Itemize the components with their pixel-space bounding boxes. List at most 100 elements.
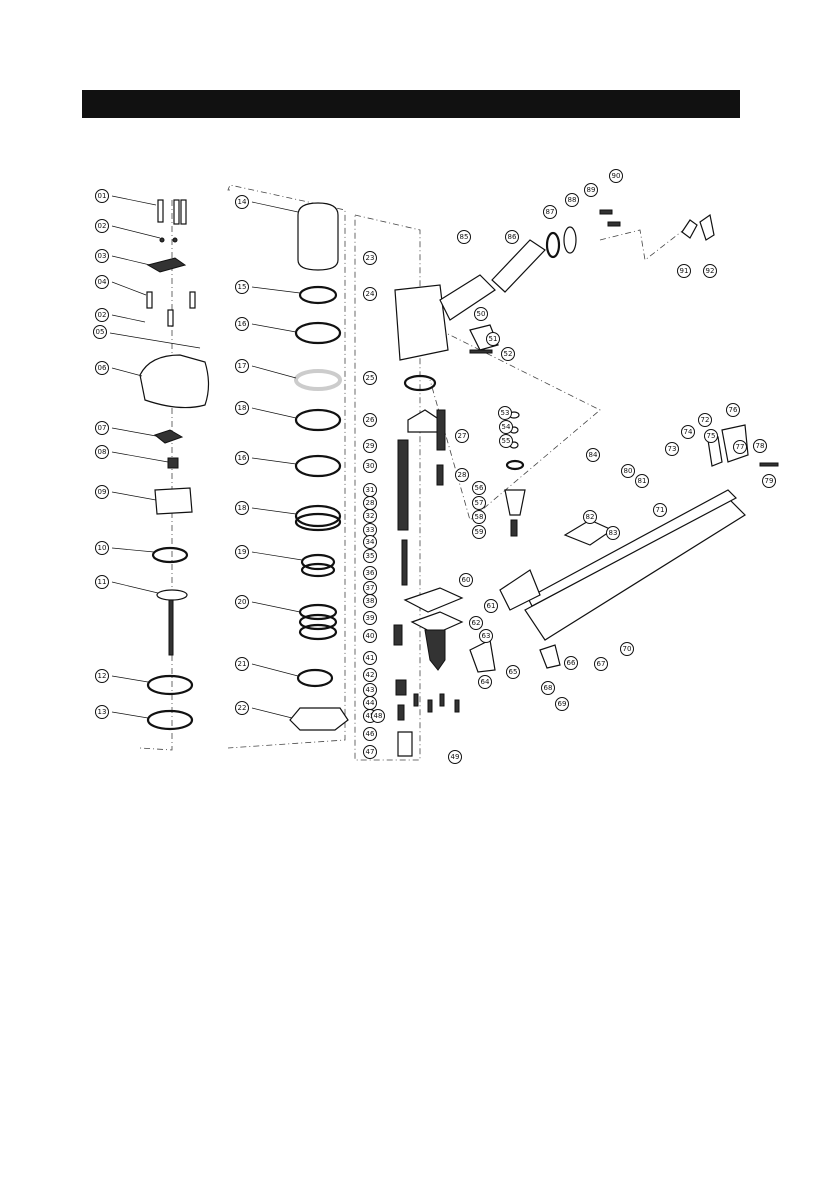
part-callout: 70 [621, 643, 634, 656]
part-callout: 19 [236, 546, 249, 559]
callout-label: 57 [475, 499, 484, 507]
callout-label: 70 [623, 645, 632, 653]
callout-label: 21 [238, 660, 247, 668]
callout-label: 67 [597, 660, 606, 668]
callout-label: 62 [472, 619, 481, 627]
callout-label: 24 [366, 290, 375, 298]
part-callout: 40 [364, 630, 377, 643]
part-callout: 53 [499, 407, 512, 420]
callout-label: 10 [98, 544, 107, 552]
part-callout: 55 [500, 435, 513, 448]
callout-label: 79 [765, 477, 774, 485]
callout-label: 85 [460, 233, 469, 241]
callout-label: 61 [487, 602, 496, 610]
callout-label: 23 [366, 254, 375, 262]
callout-label: 37 [366, 584, 375, 592]
part-callout: 37 [364, 582, 377, 595]
part-callout: 50 [475, 308, 488, 321]
part-callout: 03 [96, 250, 109, 263]
part-callout: 12 [96, 670, 109, 683]
part-callout: 60 [460, 574, 473, 587]
part-callout: 78 [754, 440, 767, 453]
part-callout: 47 [364, 746, 377, 759]
part-callout: 06 [96, 362, 109, 375]
part-callout: 90 [610, 170, 623, 183]
callout-label: 91 [680, 267, 689, 275]
part-callout: 14 [236, 196, 249, 209]
part-callout: 16 [236, 452, 249, 465]
part-callout: 65 [507, 666, 520, 679]
part-callout: 79 [763, 475, 776, 488]
callout-label: 31 [366, 486, 375, 494]
part-callout: 43 [364, 684, 377, 697]
leader-lines [110, 196, 302, 718]
callout-label: 47 [366, 748, 375, 756]
callout-label: 87 [546, 208, 555, 216]
part-callout: 61 [485, 600, 498, 613]
part-callout: 23 [364, 252, 377, 265]
callout-label: 29 [366, 442, 375, 450]
callout-layer: 0102030402050607080910111213141516171816… [94, 170, 776, 764]
callout-label: 05 [96, 328, 105, 336]
part-callout: 07 [96, 422, 109, 435]
callout-label: 71 [656, 506, 665, 514]
callout-label: 18 [238, 404, 247, 412]
callout-label: 32 [366, 512, 375, 520]
part-callout: 49 [449, 751, 462, 764]
callout-label: 48 [374, 712, 383, 720]
callout-label: 07 [98, 424, 107, 432]
part-callout: 28 [364, 497, 377, 510]
callout-label: 25 [366, 374, 375, 382]
part-callout: 92 [704, 265, 717, 278]
callout-label: 80 [624, 467, 633, 475]
part-callout: 71 [654, 504, 667, 517]
callout-label: 16 [238, 320, 247, 328]
callout-label: 69 [558, 700, 567, 708]
callout-label: 13 [98, 708, 107, 716]
part-callout: 18 [236, 402, 249, 415]
callout-label: 49 [451, 753, 460, 761]
part-callout: 68 [542, 682, 555, 695]
part-callout: 46 [364, 728, 377, 741]
part-callout: 17 [236, 360, 249, 373]
callout-label: 42 [366, 671, 375, 679]
callout-label: 59 [475, 528, 484, 536]
part-callout: 28 [456, 469, 469, 482]
part-callout: 81 [636, 475, 649, 488]
callout-label: 20 [238, 598, 247, 606]
part-callout: 09 [96, 486, 109, 499]
callout-label: 92 [706, 267, 715, 275]
callout-label: 17 [238, 362, 247, 370]
callout-label: 63 [482, 632, 491, 640]
callout-label: 02 [98, 222, 107, 230]
callout-label: 36 [366, 569, 375, 577]
callout-label: 26 [366, 416, 375, 424]
part-callout: 08 [96, 446, 109, 459]
part-callout: 59 [473, 526, 486, 539]
callout-label: 38 [366, 597, 375, 605]
part-callout: 32 [364, 510, 377, 523]
group-frames [140, 185, 690, 760]
callout-label: 01 [98, 192, 107, 200]
part-callout: 13 [96, 706, 109, 719]
callout-label: 81 [638, 477, 647, 485]
callout-label: 56 [475, 484, 484, 492]
part-callout: 57 [473, 497, 486, 510]
callout-label: 06 [98, 364, 107, 372]
part-callout: 44 [364, 697, 377, 710]
part-callout: 29 [364, 440, 377, 453]
part-callout: 48 [372, 710, 385, 723]
callout-label: 22 [238, 704, 247, 712]
callout-label: 03 [98, 252, 107, 260]
part-callout: 88 [566, 194, 579, 207]
callout-label: 90 [612, 172, 621, 180]
callout-label: 60 [462, 576, 471, 584]
callout-label: 04 [98, 278, 107, 286]
callout-label: 51 [489, 335, 498, 343]
callout-label: 82 [586, 513, 595, 521]
part-callout: 63 [480, 630, 493, 643]
callout-label: 08 [98, 448, 107, 456]
callout-label: 65 [509, 668, 518, 676]
callout-label: 09 [98, 488, 107, 496]
callout-label: 12 [98, 672, 107, 680]
